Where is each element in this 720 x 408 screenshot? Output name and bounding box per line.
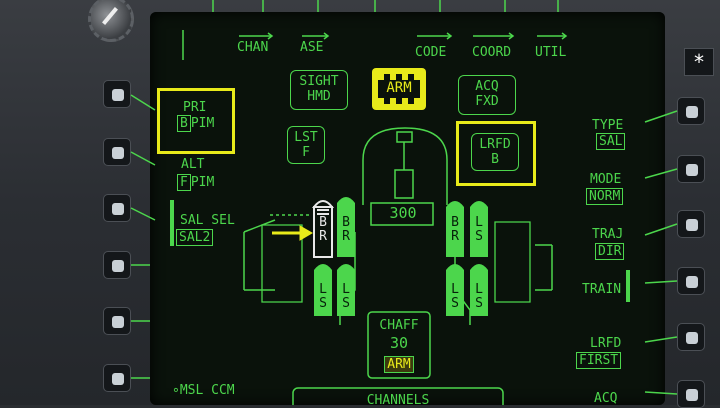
missile-left-4[interactable]: L S: [342, 282, 350, 311]
asterisk-button[interactable]: *: [684, 48, 714, 76]
chaff-status[interactable]: ARM: [368, 356, 430, 373]
arm-label[interactable]: ARM: [386, 80, 412, 96]
train-label[interactable]: TRAIN: [582, 282, 622, 297]
mode-label: MODE: [590, 172, 622, 187]
missile-left-2[interactable]: B R: [342, 215, 350, 244]
menu-code[interactable]: CODE: [415, 45, 447, 60]
traj-value[interactable]: DIR: [595, 243, 625, 260]
brightness-knob[interactable]: [88, 0, 134, 42]
left-osb-5[interactable]: [103, 307, 131, 335]
pri-mode: PIM: [190, 116, 215, 131]
right-osb-3[interactable]: [677, 210, 705, 238]
missile-rail-left-upper: [311, 197, 355, 258]
lrfd-value[interactable]: FIRST: [576, 352, 622, 369]
menu-chan[interactable]: CHAN: [237, 40, 269, 55]
left-osb-2[interactable]: [103, 138, 131, 166]
left-osb-4[interactable]: [103, 251, 131, 279]
left-osb-1[interactable]: [103, 80, 131, 108]
channels-label[interactable]: CHANNELS: [366, 393, 430, 408]
alt-mode: PIM: [190, 175, 215, 190]
menu-ase[interactable]: ASE: [300, 40, 324, 55]
missile-right-1[interactable]: B R: [451, 215, 459, 244]
right-osb-6[interactable]: [677, 380, 705, 408]
menu-util[interactable]: UTIL: [535, 45, 567, 60]
right-osb-2[interactable]: [677, 155, 705, 183]
right-osb-4[interactable]: [677, 267, 705, 295]
rounds-count: 300: [389, 204, 417, 222]
type-value[interactable]: SAL: [596, 133, 626, 150]
type-label: TYPE: [592, 118, 624, 133]
missile-left-3[interactable]: L S: [319, 282, 327, 311]
left-osb-6[interactable]: [103, 364, 131, 392]
chaff-count: 30: [389, 334, 409, 352]
missile-right-2[interactable]: L S: [475, 215, 483, 244]
mode-value[interactable]: NORM: [586, 188, 624, 205]
missile-left-1[interactable]: B R: [319, 215, 327, 244]
lrfd-label: LRFD: [590, 336, 622, 351]
lrfd-highlight: [456, 121, 536, 186]
acq-right-label[interactable]: ACQ: [594, 391, 618, 406]
selected-arrow: [272, 225, 313, 241]
pri-code: B: [177, 115, 191, 132]
missile-right-4[interactable]: L S: [475, 282, 483, 311]
pri-label: PRI: [183, 100, 207, 115]
msl-ccm[interactable]: ∘MSL CCM: [172, 383, 235, 398]
right-osb-5[interactable]: [677, 323, 705, 351]
traj-label: TRAJ: [592, 227, 624, 242]
right-osb-1[interactable]: [677, 97, 705, 125]
left-osb-3[interactable]: [103, 194, 131, 222]
sal-sel-value[interactable]: SAL2: [176, 229, 214, 246]
alt-label: ALT: [181, 157, 205, 172]
missile-right-3[interactable]: L S: [451, 282, 459, 311]
chaff-label: CHAFF: [379, 318, 419, 333]
alt-code: F: [177, 174, 191, 191]
pri-highlight: [157, 88, 235, 154]
arm-indicator: [372, 68, 426, 110]
menu-coord[interactable]: COORD: [472, 45, 512, 60]
sal-sel-label: SAL SEL: [180, 213, 235, 228]
